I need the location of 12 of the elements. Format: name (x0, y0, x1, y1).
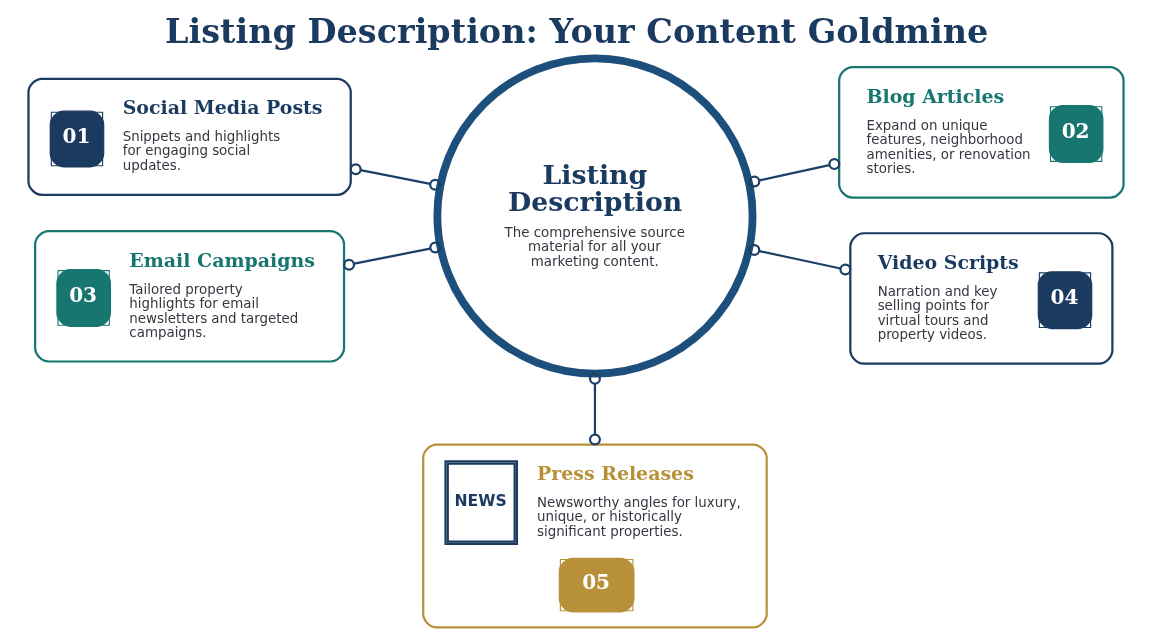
connector (748, 158, 841, 188)
node-box: Blog Articles Expand on unique features, neighborhood amenities, or renovation stories. 02 (838, 65, 1125, 199)
node-circle: Listing Description The comprehensive source material for all your marketing content. (433, 54, 757, 378)
node-box: NEWS Press Releases Newsworthy angles for luxury, unique, or historically significant properties. 05 (422, 443, 768, 629)
diagram-title: Listing Description: Your Content Goldmine (165, 11, 989, 51)
node-box: Video Scripts Narration and key selling points for virtual tours and property videos. 04 (849, 232, 1114, 365)
connector (748, 243, 852, 276)
connector (588, 372, 601, 446)
node-box: 01 Social Media Posts Snippets and highlights for engaging social updates. (27, 77, 352, 196)
connector (343, 241, 442, 271)
node-box: 03 Email Campaigns Tailored property highlights for email newsletters and targeted campaigns. (34, 229, 346, 363)
connector (349, 163, 442, 191)
